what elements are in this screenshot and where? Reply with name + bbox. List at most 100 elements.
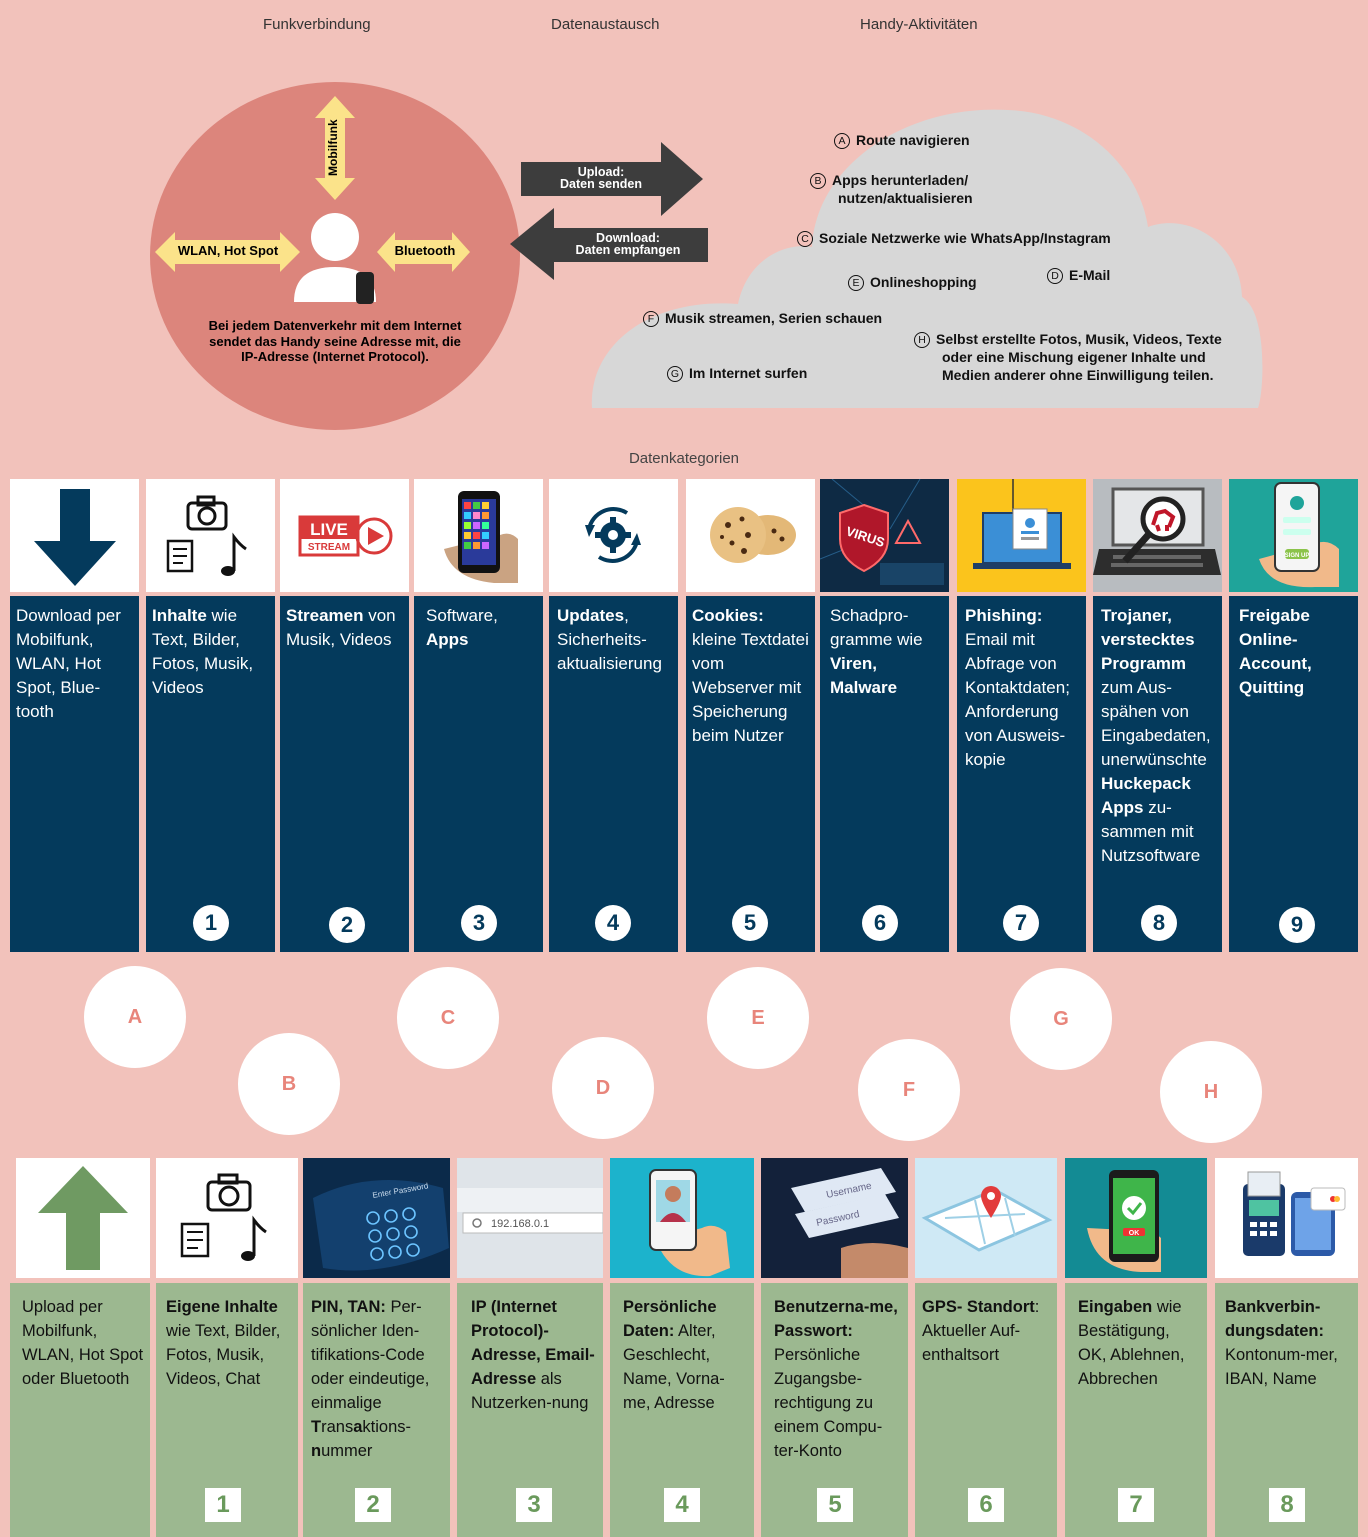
download-col-7: Phishing: Email mit Abfrage von Kontaktd…: [957, 596, 1086, 952]
download-num-6: 6: [862, 905, 898, 941]
gps-tile: [915, 1158, 1057, 1278]
trojan-magnifier-icon: [1093, 487, 1221, 575]
wlan-arrow-icon: [155, 232, 300, 272]
download-arrow-icon: [34, 489, 116, 586]
ip-tile: 192.168.0.1: [457, 1158, 603, 1278]
download-col-0: Download per Mobilfunk, WLAN, Hot Spot, …: [10, 596, 139, 952]
ip-address-text: Bei jedem Datenverkehr mit dem Internet …: [208, 318, 462, 364]
upload-col-0: Upload per Mobilfunk, WLAN, Hot Spot ode…: [10, 1283, 150, 1537]
bluetooth-label: Bluetooth: [394, 243, 456, 258]
person-icon: [294, 213, 376, 304]
download-col-6: Schadpro-gramme wie Viren, Malware: [820, 596, 949, 952]
letter-circle-e: E: [707, 967, 809, 1069]
upload-col-1: Eigene Inhalte wie Text, Bilder, Fotos, …: [156, 1283, 298, 1537]
letter-circle-c: C: [397, 967, 499, 1069]
download-col-8: Trojaner, verstecktes Programm zum Aus-s…: [1093, 596, 1222, 952]
virus-tile: VIRUS: [820, 479, 949, 592]
header-datenaustausch: Datenaustausch: [551, 16, 660, 33]
live-stream-icon: LIVE STREAM: [298, 515, 393, 557]
upload-arrow-icon: [38, 1166, 128, 1270]
personal-data-phone-icon: [610, 1158, 754, 1278]
download-num-8: 8: [1141, 905, 1177, 941]
upload-num-7: 7: [1118, 1488, 1154, 1522]
input-ok-tile: OK: [1065, 1158, 1207, 1278]
apps-tile: [414, 479, 543, 592]
download-num-3: 3: [461, 905, 497, 941]
letter-circle-h: H: [1160, 1041, 1262, 1143]
updates-tile: [549, 479, 678, 592]
trojan-tile: [1093, 479, 1222, 592]
upload-num-4: 4: [664, 1488, 700, 1522]
username-tile: Username Password: [761, 1158, 908, 1278]
download-col-1: Inhalte wie Text, Bilder, Fotos, Musik, …: [146, 596, 275, 952]
letter-circle-g: G: [1010, 968, 1112, 1070]
live-stream-tile: LIVE STREAM: [280, 479, 409, 592]
phishing-tile: [957, 479, 1086, 592]
upload-num-3: 3: [516, 1488, 552, 1522]
header-handy-aktivitaeten: Handy-Aktivitäten: [860, 16, 978, 33]
download-num-9: 9: [1279, 907, 1315, 943]
download-col-5: Cookies: kleine Textdatei vom Webserver …: [686, 596, 815, 952]
camera-music-icon: [180, 1173, 267, 1261]
letter-circle-d: D: [552, 1037, 654, 1139]
cookies-tile: [686, 479, 815, 592]
ok-label: OK: [1129, 1230, 1140, 1237]
download-num-5: 5: [732, 905, 768, 941]
ip-address-bar-icon: 192.168.0.1: [457, 1158, 603, 1278]
upload-label: Upload:Daten senden: [560, 165, 642, 191]
own-content-tile: [156, 1158, 298, 1278]
download-num-4: 4: [595, 905, 631, 941]
login-form-icon: Username Password: [761, 1158, 908, 1278]
download-num-1: 1: [193, 905, 229, 941]
section-title: Datenkategorien: [628, 450, 740, 467]
download-arrow-tile: [10, 479, 139, 592]
update-gear-icon: [585, 507, 641, 563]
bluetooth-arrow-icon: [377, 232, 470, 272]
upload-num-1: 1: [205, 1488, 241, 1522]
download-num-2: 2: [329, 907, 365, 943]
signup-label: SIGN UP: [1285, 553, 1310, 559]
ip-label: 192.168.0.1: [491, 1218, 549, 1230]
header-funkverbindung: Funkverbindung: [263, 16, 371, 33]
upload-num-2: 2: [355, 1488, 391, 1522]
content-tile: [146, 479, 275, 592]
signup-phone-icon: SIGN UP: [1259, 482, 1339, 588]
pin-keypad-icon: Enter Password: [303, 1158, 450, 1278]
virus-shield-icon: VIRUS: [820, 479, 949, 592]
smartphone-apps-icon: [444, 491, 518, 583]
live-label: LIVE: [310, 520, 348, 539]
download-col-4: Updates, Sicherheits-aktualisierung: [549, 596, 678, 952]
wlan-label: WLAN, Hot Spot: [177, 243, 279, 258]
stream-label: STREAM: [308, 542, 350, 553]
personal-data-tile: [610, 1158, 754, 1278]
upload-num-8: 8: [1269, 1488, 1305, 1522]
mobilfunk-arrow-icon: [315, 96, 355, 200]
phishing-icon: [973, 479, 1071, 569]
letter-circle-a: A: [84, 966, 186, 1068]
cloud-shape: [591, 109, 1263, 408]
letter-circle-b: B: [238, 1033, 340, 1135]
upload-num-6: 6: [968, 1488, 1004, 1522]
download-col-9: Freigabe Online-Account, Quitting: [1229, 596, 1358, 952]
upload-arrow-tile: [16, 1158, 150, 1278]
download-label: Download:Daten empfangen: [575, 231, 681, 257]
download-arrow-icon: [510, 208, 708, 280]
gps-map-icon: [915, 1158, 1057, 1278]
cookies-icon: [710, 507, 796, 563]
download-col-2: Streamen von Musik, Videos: [280, 596, 409, 952]
bank-tile: [1215, 1158, 1358, 1278]
download-num-7: 7: [1003, 905, 1039, 941]
bank-terminal-icon: [1243, 1171, 1346, 1256]
download-col-3: Software, Apps: [414, 596, 543, 952]
signup-tile: SIGN UP: [1229, 479, 1358, 592]
upload-arrow-icon: [521, 142, 703, 216]
ok-phone-icon: OK: [1065, 1158, 1207, 1278]
